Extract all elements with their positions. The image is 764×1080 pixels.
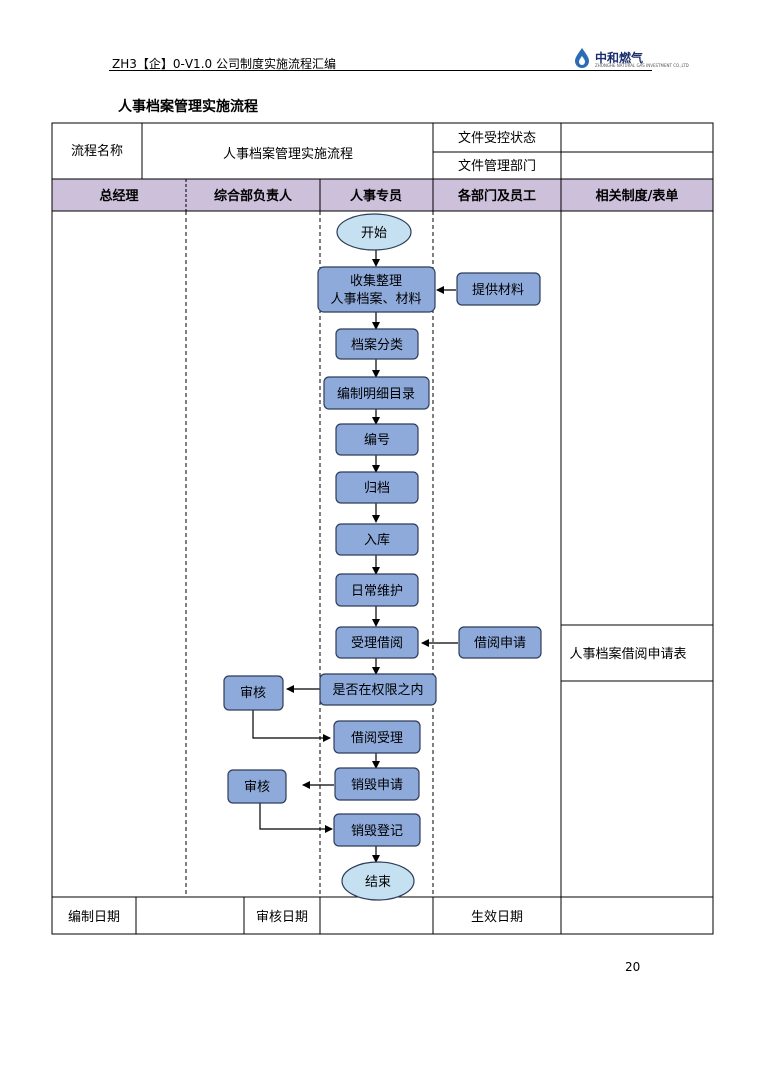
effective-date-label: 生效日期 xyxy=(471,910,523,925)
company-logo: 中和燃气 ZHONGHE NATURAL GAS INVESTMENT CO.,… xyxy=(571,47,689,69)
borrow-request-label: 借阅申请 xyxy=(474,636,526,651)
provide-materials-label: 提供材料 xyxy=(472,282,524,298)
maintain-node xyxy=(335,573,419,607)
file-label: 归档 xyxy=(364,481,390,496)
number-label: 编号 xyxy=(364,433,390,448)
logo-subtext: ZHONGHE NATURAL GAS INVESTMENT CO.,LTD xyxy=(595,63,689,68)
page-number: 20 xyxy=(625,960,641,974)
start-label: 开始 xyxy=(361,226,387,241)
accept-borrow-node xyxy=(335,626,419,659)
lane-related-forms: 相关制度/表单 xyxy=(596,188,679,204)
doc-dept-label: 文件管理部门 xyxy=(458,159,536,174)
accept-borrow-label: 受理借阅 xyxy=(351,636,403,651)
destroy-request-label: 销毁申请 xyxy=(351,778,403,793)
table-frame xyxy=(51,122,714,935)
borrow-accept-node xyxy=(333,720,421,754)
number-node xyxy=(335,423,419,456)
authority-check-node xyxy=(319,673,437,706)
catalog-label: 编制明细目录 xyxy=(337,387,415,402)
review-node-1 xyxy=(223,675,284,711)
start-node xyxy=(336,213,412,251)
catalog-node xyxy=(323,376,430,410)
authority-check-label: 是否在权限之内 xyxy=(332,682,423,698)
review-date-label: 审核日期 xyxy=(256,910,308,925)
doc-control-label: 文件受控状态 xyxy=(458,131,536,146)
destroy-register-node xyxy=(333,813,421,847)
destroy-request-node xyxy=(334,767,420,801)
logo-text: 中和燃气 xyxy=(595,51,644,65)
page-title: 人事档案管理实施流程 xyxy=(118,99,258,115)
maintain-label: 日常维护 xyxy=(351,584,403,599)
store-label: 入库 xyxy=(364,532,390,548)
lane-general-manager: 总经理 xyxy=(99,188,138,204)
collect-node xyxy=(317,266,436,313)
borrow-request-node xyxy=(458,626,542,659)
lane-header-row xyxy=(51,178,714,212)
collect-label-2: 人事档案、材料 xyxy=(330,292,421,307)
compile-date-label: 编制日期 xyxy=(68,910,120,925)
end-node xyxy=(341,861,415,901)
classify-node xyxy=(335,328,419,360)
borrow-accept-label: 借阅受理 xyxy=(351,731,403,746)
collect-label-1: 收集整理 xyxy=(350,273,402,289)
store-node xyxy=(335,523,419,556)
provide-materials-node xyxy=(456,272,541,306)
review-label-2: 审核 xyxy=(244,780,270,795)
lane-hr-specialist: 人事专员 xyxy=(350,188,402,204)
file-node xyxy=(335,471,419,504)
flame-icon xyxy=(575,48,589,68)
document-code: ZH3【企】0-V1.0 公司制度实施流程汇编 xyxy=(112,57,336,71)
destroy-register-label: 销毁登记 xyxy=(351,824,403,839)
end-label: 结束 xyxy=(365,875,391,890)
review-node-2 xyxy=(227,769,287,804)
review-label-1: 审核 xyxy=(240,686,266,701)
process-name-label: 流程名称 xyxy=(71,143,123,159)
classify-label: 档案分类 xyxy=(351,338,403,353)
lane-admin-head: 综合部负责人 xyxy=(214,188,293,204)
process-name-value: 人事档案管理实施流程 xyxy=(223,147,353,162)
lane-departments: 各部门及员工 xyxy=(457,188,536,204)
header-rule xyxy=(109,70,652,71)
related-form-borrow: 人事档案借阅申请表 xyxy=(569,647,686,662)
